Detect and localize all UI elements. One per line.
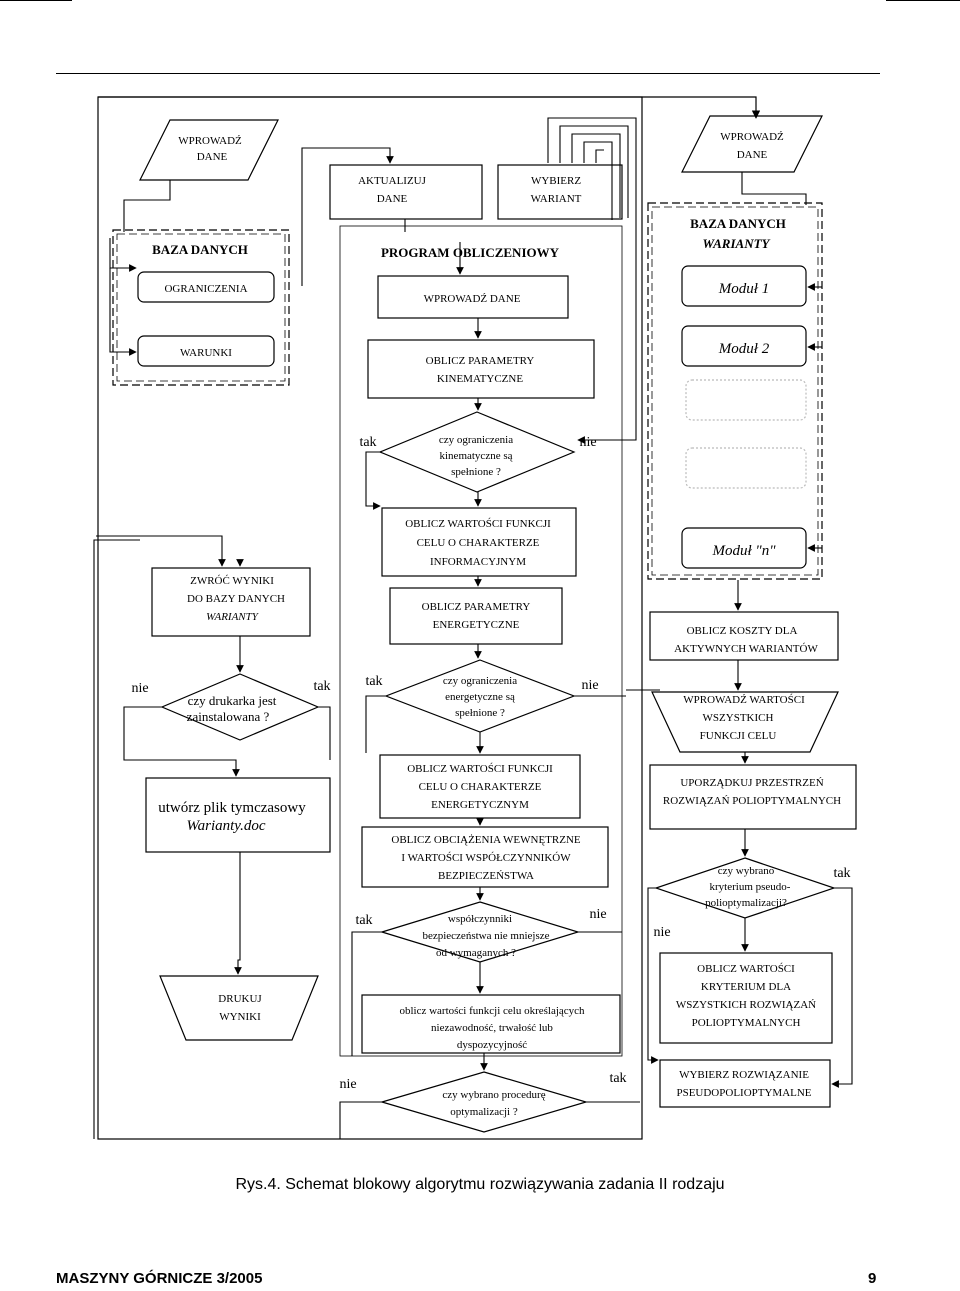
label-nie-wspolczynniki: nie: [589, 907, 606, 922]
wprowadz-wartosci-shape: [651, 691, 839, 753]
wprowadz-dane-right-shape: [681, 115, 823, 173]
label-tak-procedure: tak: [609, 1071, 626, 1086]
label-tak-drukarka: tak: [313, 679, 330, 694]
wybierz-wariant-box: [497, 164, 623, 220]
oblicz-energetyczne-box: [389, 587, 563, 645]
oblicz-obciazenia-box: [361, 826, 609, 888]
oblicz-kinematyczne-box: [367, 339, 595, 399]
oblicz-koszty-box: [649, 611, 839, 661]
label-tak-energetyczne: tak: [365, 674, 382, 689]
database-right-frame: [647, 202, 823, 580]
database-left-frame: [112, 229, 290, 386]
oblicz-informacyjny-box: [381, 507, 577, 577]
baza-danych-left-text: BAZA DANYCH: [152, 242, 248, 257]
figure-caption: Rys.4. Schemat blokowy algorytmu rozwiąz…: [235, 1176, 725, 1193]
zwroc-wyniki-box: [151, 567, 311, 637]
label-nie-procedure: nie: [339, 1077, 356, 1092]
label-nie-kryterium: nie: [653, 925, 670, 940]
wprowadz-dane-main-text: WPROWADŹ DANE: [424, 293, 521, 305]
label-tak-kinematyczne: tak: [359, 435, 376, 450]
modul-n-box: [681, 527, 807, 569]
modul-placeholder-1: [685, 379, 807, 421]
ograniczenia-text: OGRANICZENIA: [164, 283, 247, 295]
journal-name: MASZYNY GÓRNICZE 3/2005: [56, 1270, 263, 1287]
header-rule: [56, 73, 880, 74]
oblicz-niezawodnosc-box: [361, 994, 621, 1054]
wybierz-rozwiazanie-box: [659, 1059, 831, 1108]
oblicz-niezawodnosc-text: oblicz wartości funkcji celu określający…: [399, 1005, 585, 1051]
label-tak-kryterium: tak: [833, 866, 850, 881]
decision-kinematyczne-shape: [378, 411, 576, 493]
top-rule-left: [0, 0, 72, 1]
modul-placeholder-2: [685, 447, 807, 489]
label-tak-wspolczynniki: tak: [355, 913, 372, 928]
modul-n-text: Moduł "n": [711, 543, 776, 559]
modul-2-box: [681, 325, 807, 367]
database-left-frame-inner: [116, 233, 286, 382]
decision-drukarka-shape: [160, 673, 320, 741]
aktualizuj-dane-box: [329, 164, 483, 220]
program-frame: [339, 225, 623, 1057]
warunki-text: WARUNKI: [180, 347, 232, 359]
wprowadz-dane-main-box: [377, 275, 569, 319]
label-nie-kinematyczne: nie: [579, 435, 596, 450]
ograniczenia-box: [137, 271, 275, 303]
label-nie-drukarka: nie: [131, 681, 148, 696]
decision-procedure-shape: [379, 1071, 589, 1133]
warunki-box: [137, 335, 275, 367]
wprowadz-dane-left-shape: [139, 119, 279, 181]
utworz-plik-box: [145, 777, 331, 853]
database-right-frame-inner: [651, 206, 819, 576]
modul-1-text: Moduł 1: [718, 281, 769, 297]
label-nie-energetyczne: nie: [581, 678, 598, 693]
top-rule-right: [886, 0, 960, 1]
uporzadkuj-box: [649, 764, 857, 830]
page-number: 9: [868, 1270, 877, 1287]
drukuj-wyniki-shape: [159, 975, 319, 1041]
modul-1-box: [681, 265, 807, 307]
program-title-text: PROGRAM OBLICZENIOWY: [381, 245, 560, 260]
modul-2-text: Moduł 2: [718, 341, 770, 357]
oblicz-kryterium-box: [659, 952, 833, 1044]
